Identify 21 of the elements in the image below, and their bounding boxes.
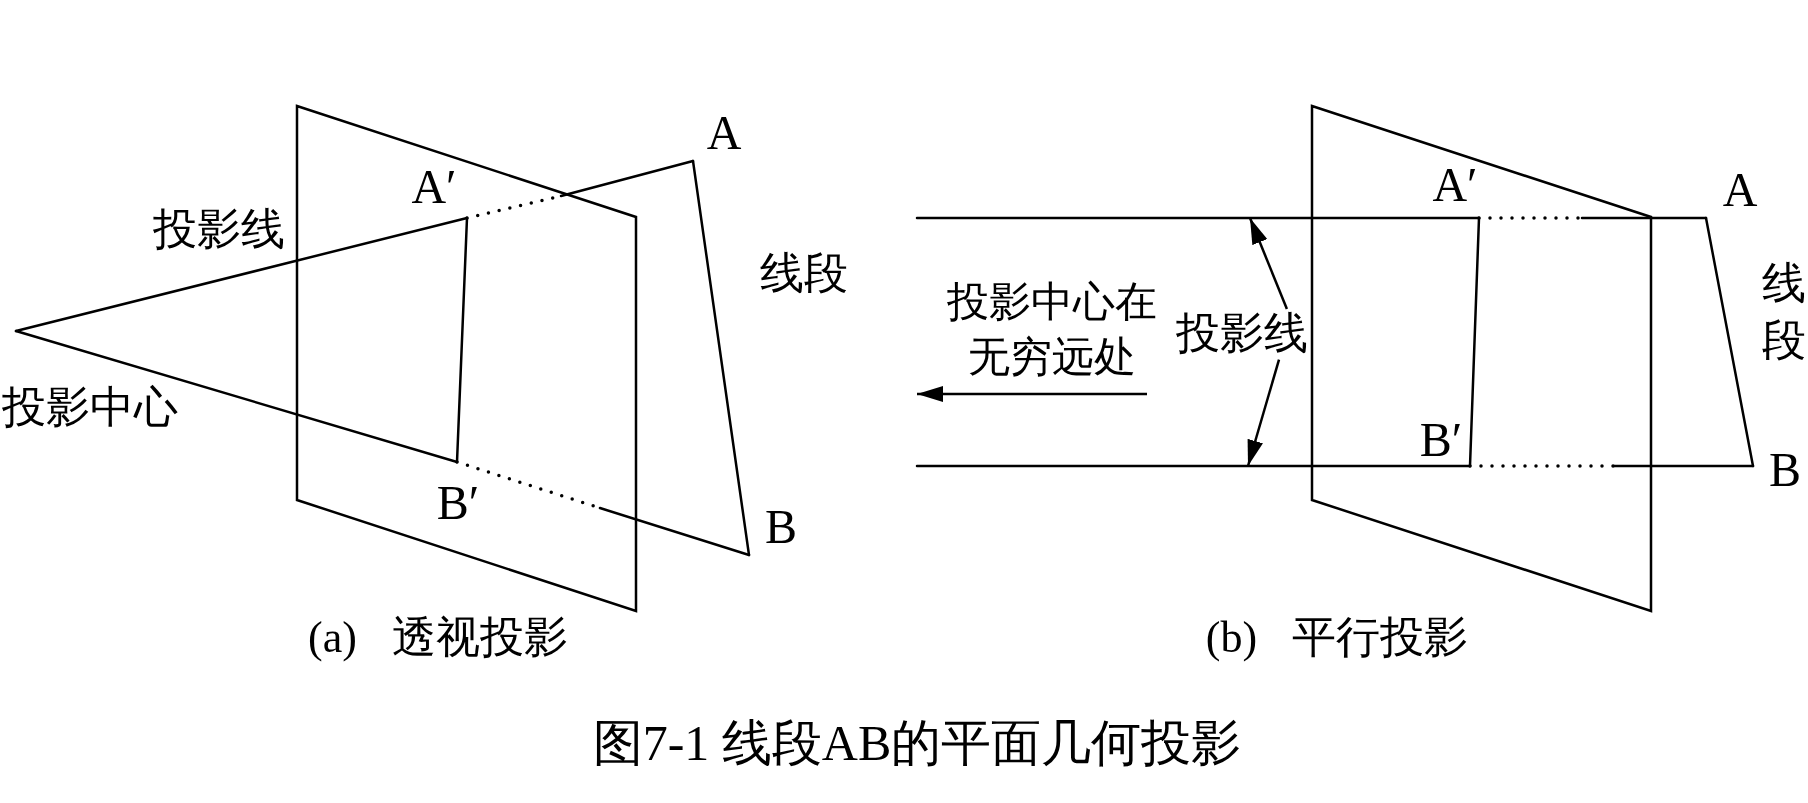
part-label: 投影线 [153,204,285,256]
part-label: 投影中心 [2,382,178,434]
annotation-text: 投影中心在无穷远处 [947,278,1157,382]
callout-label: 投影线 [1176,309,1308,360]
part-label: 线段 [760,248,848,300]
subfigure-caption: (a) 透视投影 [308,612,568,664]
point-label: A [1722,162,1758,218]
point-label: B′ [436,475,480,531]
point-label: A [706,105,742,161]
leader-arrow [1248,217,1289,310]
subfigure-caption: (b) 平行投影 [1205,612,1469,664]
part-label: 线段 [1762,257,1806,367]
point-label: B [1769,442,1801,498]
figure-caption: 图7-1 线段AB的平面几何投影 [592,715,1242,773]
point-label: B [765,499,797,555]
point-label: A′ [1432,157,1478,213]
projection-line [915,464,1472,468]
leader-arrow [1246,359,1281,467]
point-label: A′ [411,159,457,215]
projection-line [915,216,1481,220]
point-label: B′ [1419,412,1463,468]
